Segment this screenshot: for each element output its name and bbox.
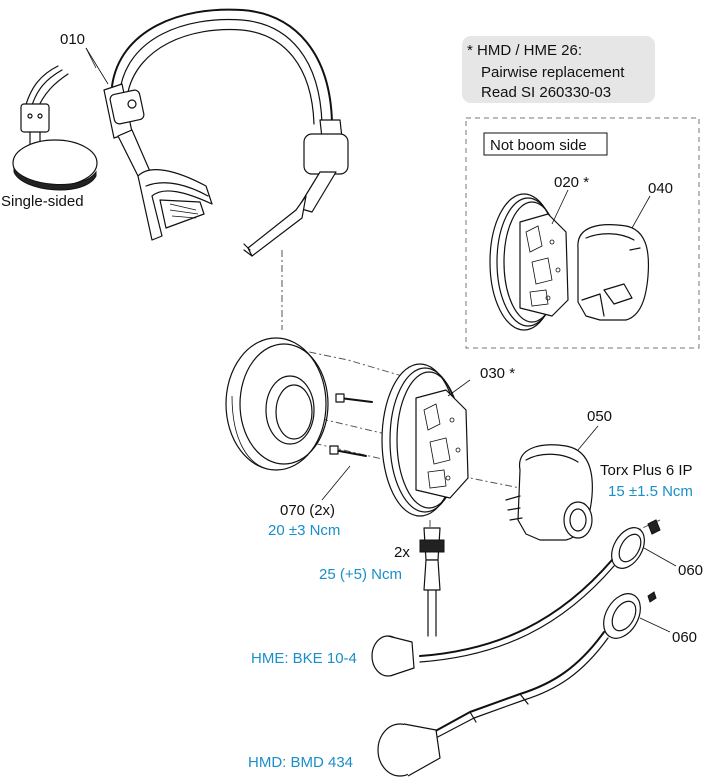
single-sided-inset: Single-sided — [1, 65, 98, 210]
label-070: 070 (2x) — [280, 502, 335, 519]
label-hme-boom: HME: BKE 10-4 — [251, 650, 357, 667]
label-torx: Torx Plus 6 IP — [600, 462, 693, 479]
label-040: 040 — [648, 180, 673, 197]
leader-030 — [447, 379, 471, 397]
leader-070 — [321, 465, 351, 501]
label-050: 050 — [587, 408, 612, 425]
leader-020 — [551, 189, 569, 225]
note-line-2: Pairwise replacement — [481, 64, 625, 81]
label-two-x: 2x — [394, 544, 410, 561]
not-boom-side-box — [483, 132, 608, 156]
label-020: 020 * — [554, 174, 589, 191]
torque-070: 20 ±3 Ncm — [268, 522, 340, 539]
note-line-1: * HMD / HME 26: — [467, 42, 582, 59]
leader-060-a — [643, 547, 677, 567]
boom-hmd — [377, 593, 641, 777]
torque-torx: 15 ±1.5 Ncm — [608, 483, 693, 500]
dashed-frame — [465, 117, 700, 349]
not-boom-side-label: Not boom side — [490, 137, 587, 154]
torque-connector: 25 (+5) Ncm — [319, 566, 402, 583]
note-line-3: Read SI 260330-03 — [481, 84, 611, 101]
cover-040 — [577, 224, 650, 321]
screws-070 — [329, 393, 373, 457]
label-010: 010 — [60, 31, 85, 48]
note-box: * HMD / HME 26: Pairwise replacement Rea… — [462, 36, 655, 103]
not-boom-side-group: Not boom side 020 * 040 — [465, 117, 700, 349]
label-030: 030 * — [480, 365, 515, 382]
leader-010-b — [85, 47, 109, 85]
connector — [419, 527, 445, 637]
cover-050 — [505, 444, 593, 541]
leader-050 — [577, 425, 599, 451]
capsule-030 — [381, 363, 469, 517]
leader-040 — [631, 195, 651, 229]
label-060-a: 060 — [678, 562, 703, 579]
headband-010 — [103, 8, 349, 257]
capsule-020 — [489, 193, 569, 331]
note-background — [462, 36, 655, 103]
torx-screw — [647, 519, 661, 603]
label-hmd-boom: HMD: BMD 434 — [248, 754, 353, 771]
label-single-sided: Single-sided — [1, 193, 84, 210]
label-060-b: 060 — [672, 629, 697, 646]
leader-060-b — [639, 617, 671, 633]
boom-hme — [371, 527, 645, 677]
ear-cushion — [225, 337, 329, 471]
